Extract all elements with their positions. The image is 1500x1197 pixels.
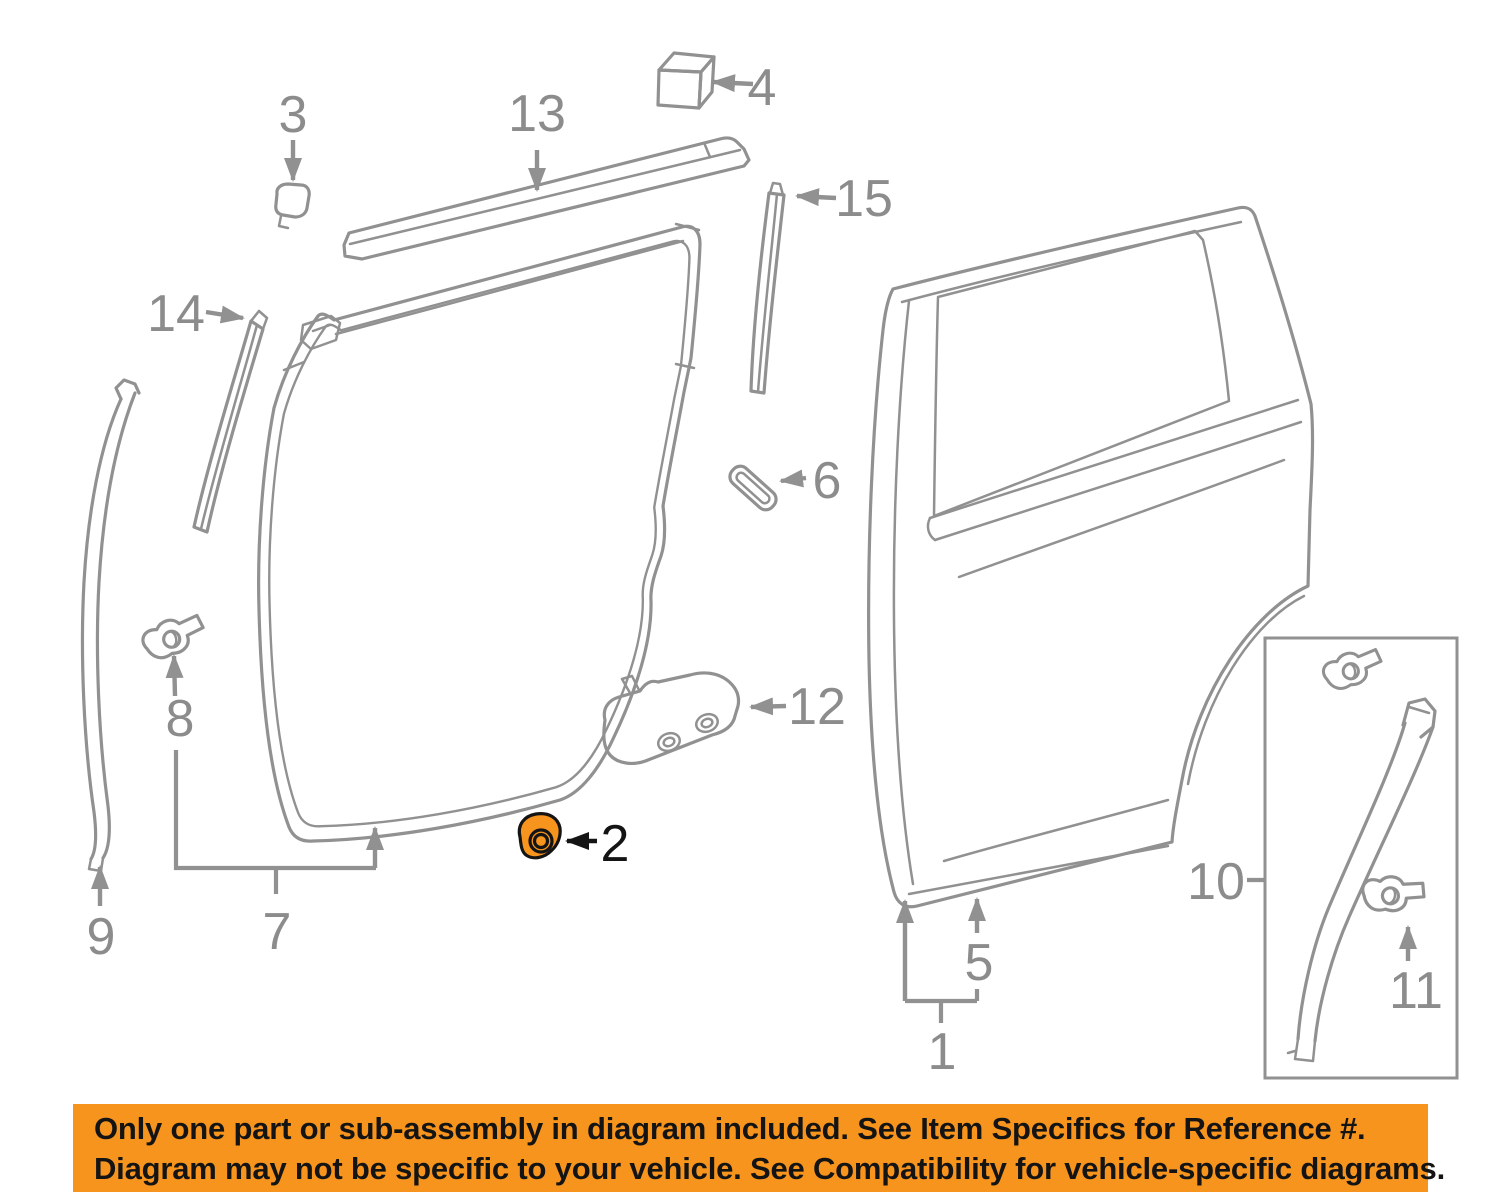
part-2-grommet-highlighted <box>517 812 562 860</box>
callout-5: 5 <box>965 934 994 992</box>
arrow-14 <box>205 305 245 324</box>
callout-11: 11 <box>1389 962 1443 1020</box>
part-6-plug <box>728 464 778 512</box>
arrow-6 <box>779 469 807 488</box>
callout-10: 10 <box>1187 853 1245 911</box>
callout-connectors <box>173 750 1266 1023</box>
callout-8: 8 <box>166 690 195 748</box>
part-15-sash-strip <box>749 181 786 395</box>
part-1-door-panel <box>867 205 1315 909</box>
disclaimer-banner: Only one part or sub-assembly in diagram… <box>73 1104 1446 1192</box>
callout-14: 14 <box>147 285 205 343</box>
inset-box <box>1263 636 1459 1080</box>
callout-7: 7 <box>263 903 292 961</box>
part-9-glass-run-channel <box>80 378 141 873</box>
diagram-canvas: 3 13 4 15 14 6 12 2 8 9 7 5 1 10 11 <box>80 51 1459 1081</box>
callout-13: 13 <box>508 85 566 143</box>
disclaimer-line-2: Diagram may not be specific to your vehi… <box>94 1151 1446 1186</box>
arrow-15 <box>795 188 837 207</box>
part-14-run-channel-strip <box>192 309 269 534</box>
part-4-cushion-pad <box>656 51 716 110</box>
part-8-clip <box>138 613 209 663</box>
callout-4: 4 <box>748 59 777 117</box>
callout-2-highlighted: 2 <box>601 815 630 873</box>
part-10-run-channel <box>1286 697 1437 1063</box>
callout-arrows <box>91 74 1417 1001</box>
arrow-4 <box>711 74 754 93</box>
callout-6: 6 <box>813 452 842 510</box>
arrow-8 <box>165 654 184 697</box>
callout-1: 1 <box>928 1023 957 1081</box>
disclaimer-line-1: Only one part or sub-assembly in diagram… <box>94 1111 1366 1146</box>
callout-9: 9 <box>87 908 116 966</box>
callout-labels: 3 13 4 15 14 6 12 2 8 9 7 5 1 10 11 <box>87 59 1443 1081</box>
callout-15: 15 <box>835 170 893 228</box>
part-13-belt-molding <box>342 136 751 261</box>
arrow-12 <box>749 697 787 716</box>
part-12-bracket <box>602 671 741 766</box>
part-3-clip <box>274 182 311 230</box>
callout-12: 12 <box>788 678 846 736</box>
part-7-door-weatherstrip <box>257 222 702 843</box>
callout-3: 3 <box>279 86 308 144</box>
